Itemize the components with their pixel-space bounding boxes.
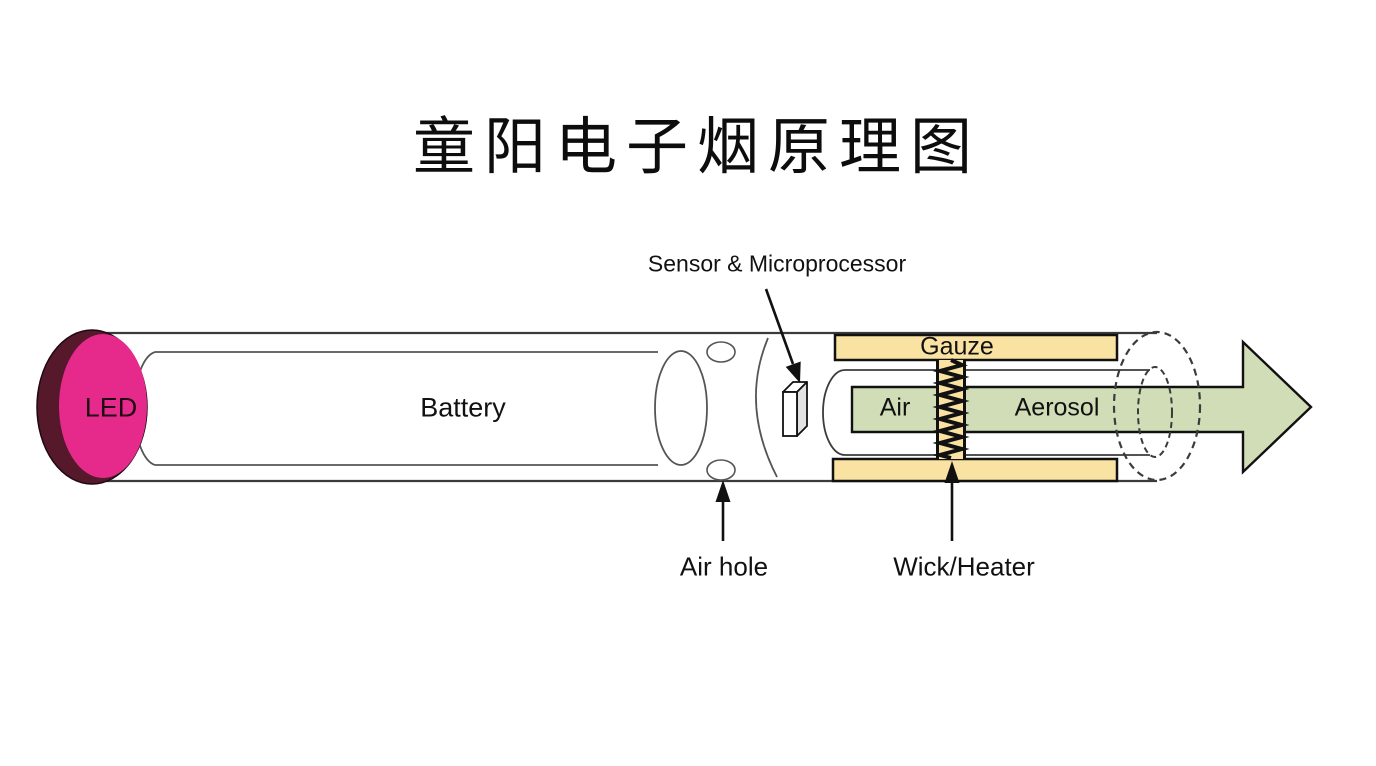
- mouthpiece-inner-rim: [1137, 366, 1173, 458]
- mouthpiece-outer-rim: [1112, 330, 1202, 482]
- led-face: [59, 334, 147, 478]
- atomizer-chamber: [822, 369, 1150, 456]
- air-hole-label: Air hole: [679, 551, 769, 582]
- battery-end-cap: [655, 351, 707, 465]
- air-hole-callout-arrowhead: [715, 480, 731, 502]
- sensor-box-front-outline: [782, 391, 798, 437]
- led-label: LED: [84, 392, 138, 423]
- sensor-callout-line: [764, 288, 795, 365]
- wick-callout-arrowhead: [944, 461, 960, 483]
- cartridge-rear-arc: [755, 337, 778, 478]
- sensor-callout-arrowhead: [785, 361, 801, 383]
- flow-arrow-outline: [850, 339, 1313, 475]
- flow-arrow: [852, 342, 1311, 472]
- battery-end-cap-outline: [654, 350, 708, 466]
- air-label: Air: [879, 393, 911, 422]
- battery-label: Battery: [420, 392, 506, 423]
- air-hole-top: [706, 341, 736, 363]
- gauze-plate-bottom: [833, 459, 1117, 481]
- diagram-title: 童阳电子烟原理图: [412, 113, 982, 182]
- sensor-box-top-face: [783, 382, 807, 392]
- sensor-label: Sensor & Microprocessor: [647, 250, 907, 277]
- aerosol-label: Aerosol: [1014, 393, 1100, 422]
- sensor-box-front-face: [783, 392, 797, 436]
- air-hole-bottom: [706, 459, 736, 481]
- led-rim-outline: [36, 329, 148, 485]
- gauze-label: Gauze: [920, 332, 994, 361]
- gauze-plate-top-outline: [833, 333, 1119, 362]
- sensor-box-side-face: [797, 382, 807, 436]
- gauze-plate-bottom-outline: [831, 457, 1119, 483]
- gauze-plate-top: [835, 335, 1117, 360]
- wick-heater-label: Wick/Heater: [893, 551, 1035, 582]
- heater-coil-icon: [932, 358, 970, 460]
- battery-cylinder: [133, 351, 658, 466]
